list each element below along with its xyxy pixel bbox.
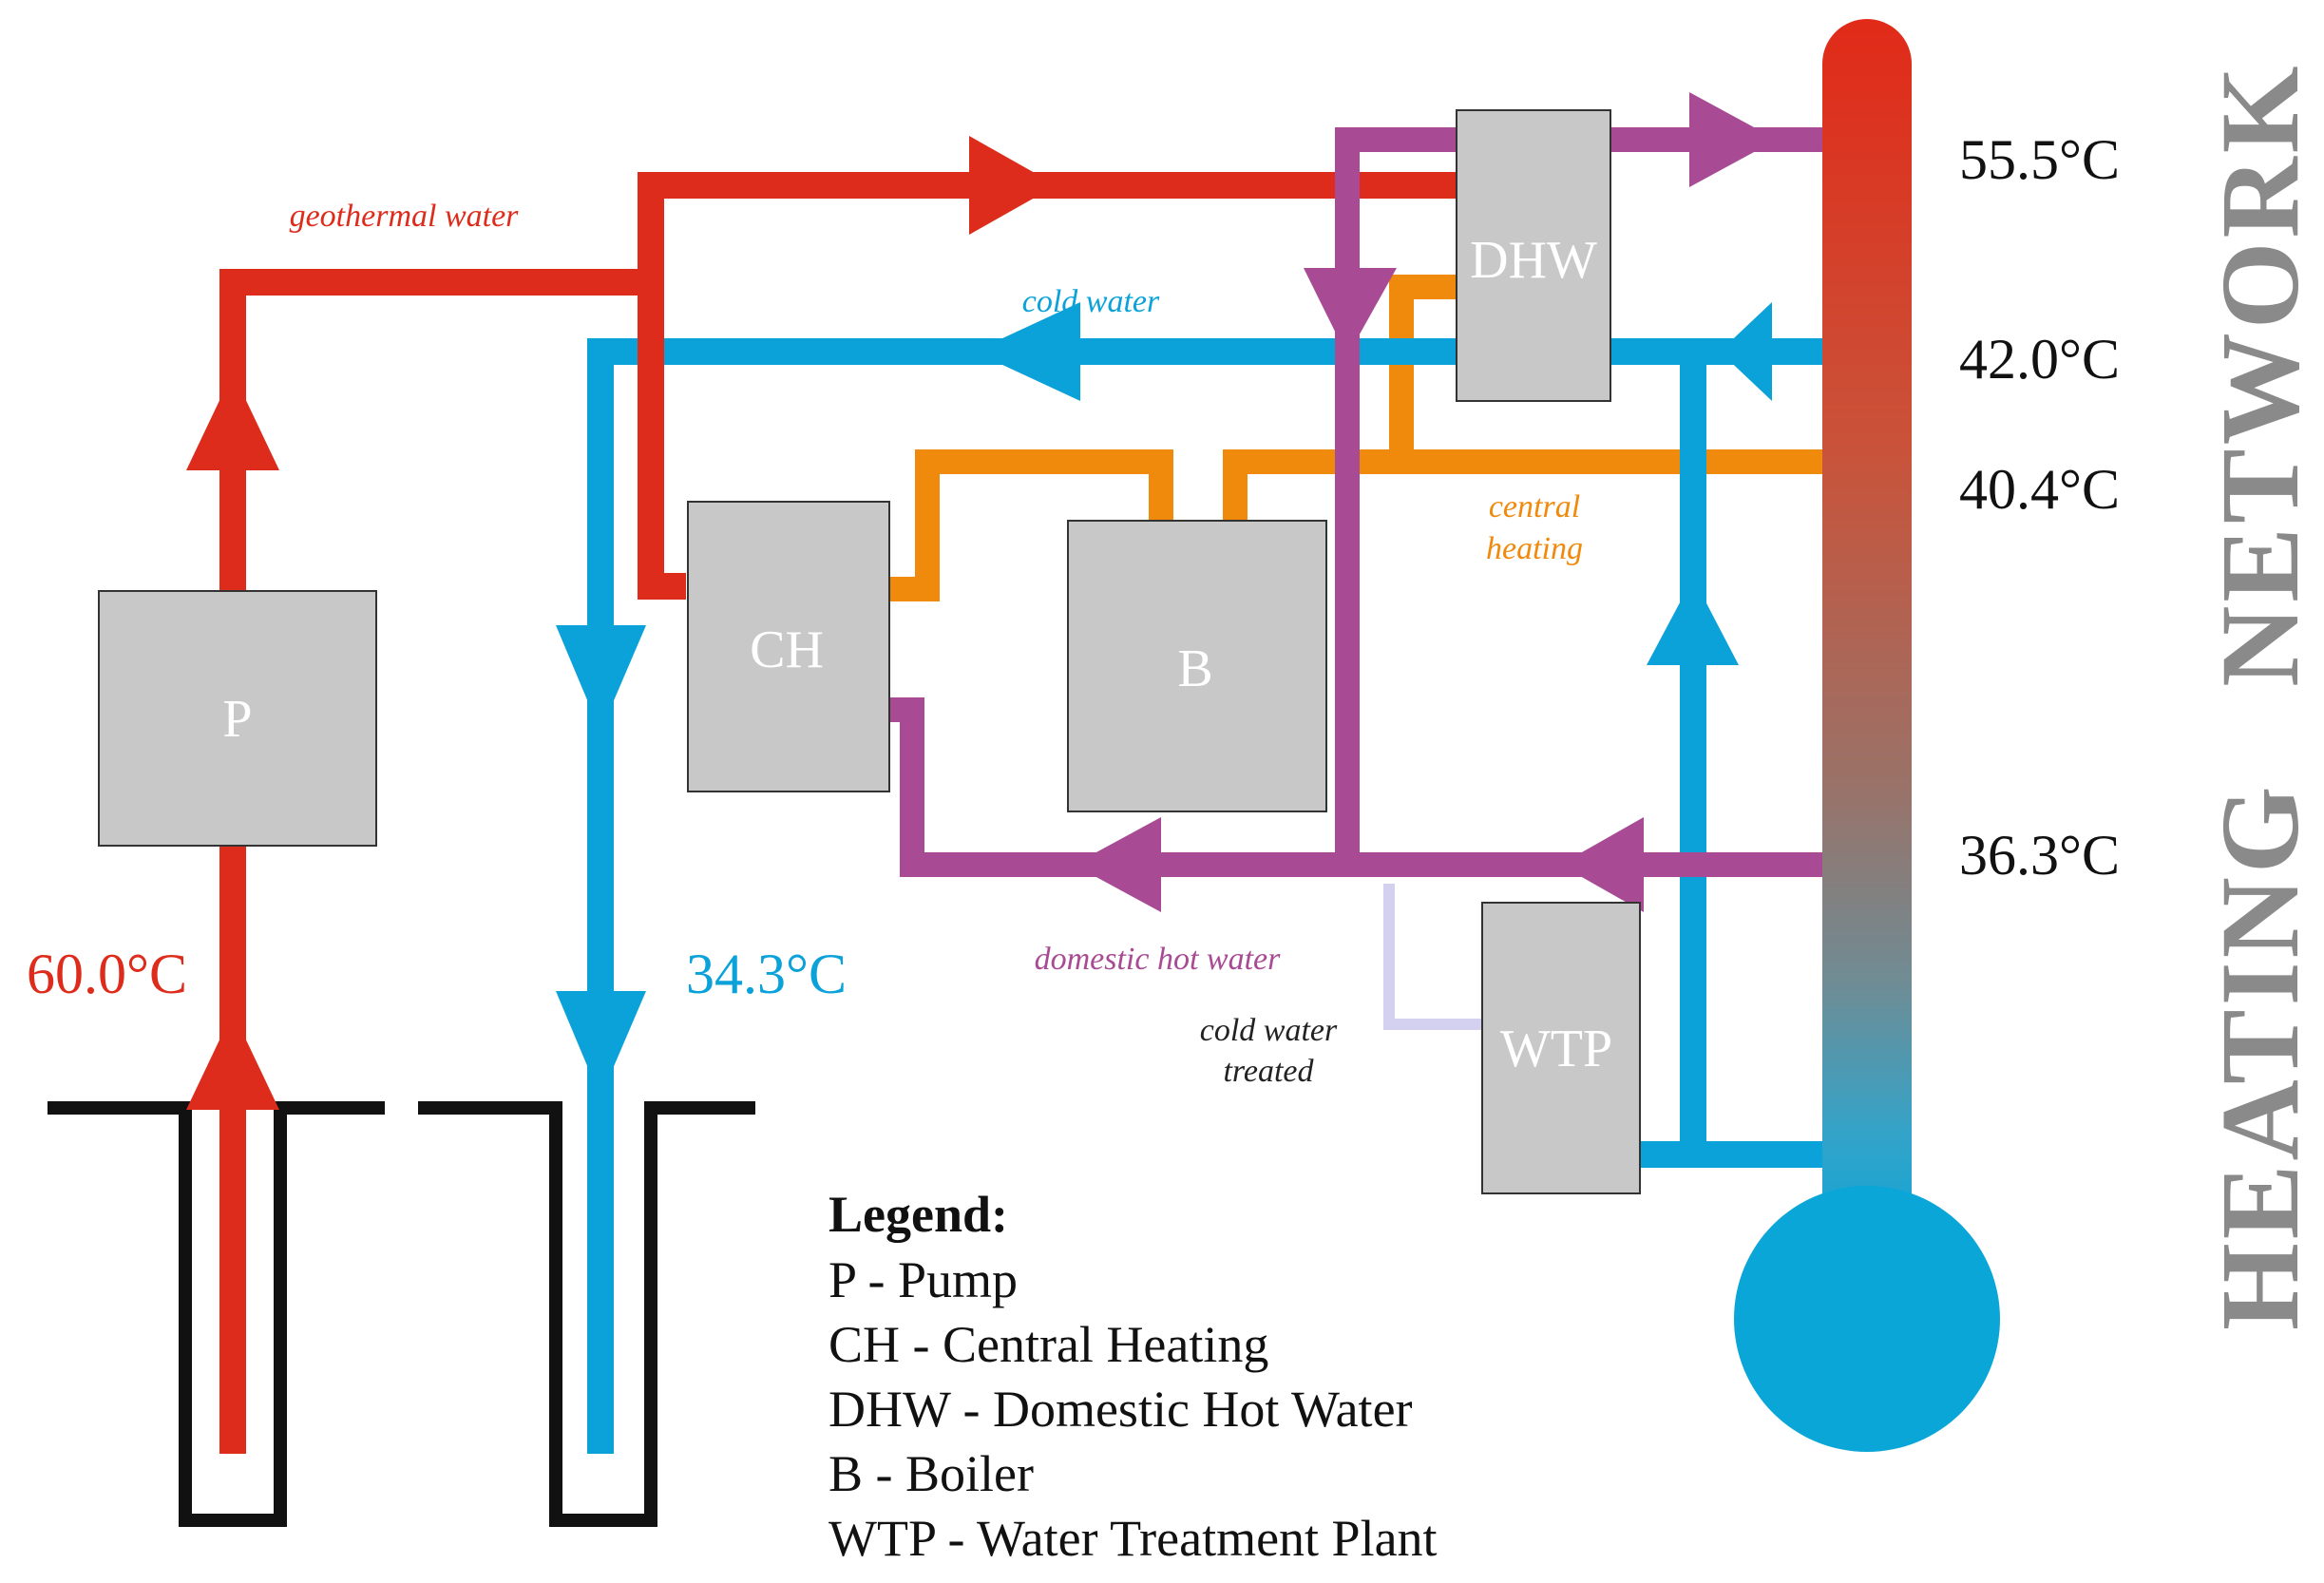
domestic-down-arrow [1304, 268, 1397, 356]
heating-network-label: HEATING NETWORK [2198, 63, 2322, 1330]
legend: Legend: P - Pump CH - Central Heating DH… [829, 1186, 1438, 1567]
geothermal-to-ch-pipe [638, 282, 686, 600]
domestic-hot-water-drop-pipe [1335, 127, 1458, 865]
legend-item: B - Boiler [829, 1445, 1034, 1502]
dhw-box [1456, 109, 1611, 402]
geothermal-right-arrow [969, 136, 1057, 235]
domestic-left-arrow [1074, 817, 1161, 912]
dhw-component: DHW [1456, 109, 1611, 402]
legend-item: WTP - Water Treatment Plant [829, 1510, 1438, 1567]
cold-water-left-arrow [974, 302, 1080, 401]
treated-water-label-line2: treated [1223, 1054, 1314, 1089]
legend-item: DHW - Domestic Hot Water [829, 1381, 1413, 1438]
cold-water-left-arrow-right [1720, 302, 1772, 401]
thermometer-bulb [1734, 1186, 2000, 1452]
legend-title: Legend: [829, 1186, 1008, 1243]
boiler-label: B [1177, 639, 1212, 698]
domestic-hot-water-label: domestic hot water [1035, 942, 1282, 977]
temp-55-5: 55.5°C [1959, 128, 2120, 191]
injection-well [418, 1101, 755, 1527]
central-heating-label-line1: central [1489, 489, 1580, 524]
thermometer-tube [1822, 19, 1912, 1254]
domestic-right-arrow [1689, 92, 1777, 187]
domestic-hot-water-return-pipe [889, 697, 1829, 877]
central-heating-pipe-to-dhw [1389, 275, 1458, 462]
wtp-box [1481, 902, 1641, 1194]
central-heating-pipes [889, 275, 1829, 601]
domestic-left-arrow-right [1560, 817, 1644, 912]
cold-water-up-arrow [1647, 578, 1739, 665]
temp-36-3: 36.3°C [1959, 824, 2120, 887]
pump-component: P [98, 590, 377, 847]
wtp-label: WTP [1500, 1020, 1612, 1078]
boiler-component: B [1067, 520, 1327, 812]
dhw-label: DHW [1470, 231, 1597, 290]
pump-label: P [222, 690, 252, 749]
wtp-component: WTP [1481, 902, 1641, 1194]
central-heating-box [687, 501, 890, 792]
central-heating-label: CH [750, 620, 824, 679]
domestic-hot-water-pipes [889, 92, 1829, 912]
central-heating-pipe-boiler-to-network [1223, 449, 1829, 527]
central-heating-pipe-ch-to-boiler [889, 449, 1173, 601]
cold-water-label: cold water [1022, 284, 1160, 319]
legend-item: CH - Central Heating [829, 1316, 1268, 1373]
thermometer-network [1734, 19, 2000, 1452]
cold-water-down-arrow-lower [556, 991, 646, 1097]
temp-40-4: 40.4°C [1959, 458, 2120, 521]
cold-water-down-arrow-upper [556, 625, 646, 732]
temp-well-in: 34.3°C [686, 943, 847, 1005]
geothermal-water-label: geothermal water [290, 199, 520, 234]
injection-well-outline [418, 1101, 755, 1527]
production-well-outline [48, 1101, 385, 1527]
boiler-box [1067, 520, 1327, 812]
treated-water-label-line1: cold water [1200, 1013, 1338, 1048]
legend-item: P - Pump [829, 1251, 1018, 1308]
central-heating-component: CH [687, 501, 890, 792]
treated-cold-water-pipe [1383, 884, 1482, 1030]
pump-box [98, 590, 377, 847]
temp-well-out: 60.0°C [27, 943, 187, 1005]
central-heating-label-line2: heating [1486, 531, 1583, 566]
geothermal-up-arrow-lower [186, 1012, 279, 1110]
geothermal-up-arrow-upper [186, 372, 279, 470]
cold-water-pipes [556, 302, 1829, 1454]
temp-42-0: 42.0°C [1959, 328, 2120, 391]
production-well [48, 1101, 385, 1527]
